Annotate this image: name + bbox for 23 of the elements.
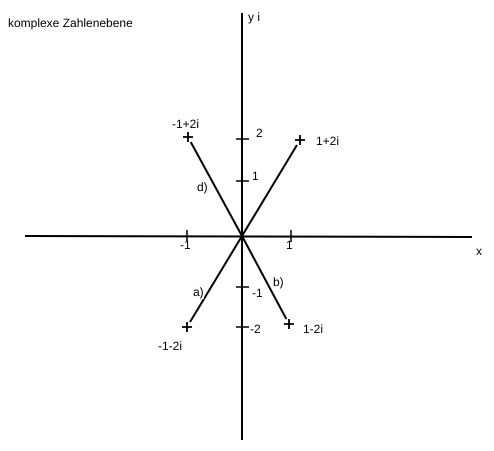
- line-segment: [241, 144, 298, 237]
- tick-label: -1: [252, 286, 263, 300]
- line-segment: [189, 235, 243, 323]
- axis-label: x: [476, 244, 482, 258]
- point-label: -1+2i: [172, 117, 200, 131]
- edge-label: b): [273, 275, 284, 289]
- tick-label: 1: [286, 238, 293, 252]
- tick-label: 2: [256, 126, 263, 140]
- axis-label: y i: [248, 10, 260, 24]
- point-marker: [182, 322, 192, 332]
- edge-label: d): [197, 180, 208, 194]
- point-label: 1+2i: [316, 134, 340, 148]
- line-segment: [190, 142, 243, 236]
- tick-label: -2: [250, 322, 261, 336]
- point-marker: [183, 132, 193, 142]
- point-label: -1-2i: [158, 339, 182, 353]
- line-segment: [241, 236, 288, 320]
- point-marker: [295, 135, 305, 145]
- edge-label: a): [193, 285, 204, 299]
- point-label: 1-2i: [303, 322, 324, 336]
- diagram-title: komplexe Zahlenebene: [8, 16, 133, 30]
- point-marker: [284, 319, 294, 329]
- tick-label: 1: [252, 169, 259, 183]
